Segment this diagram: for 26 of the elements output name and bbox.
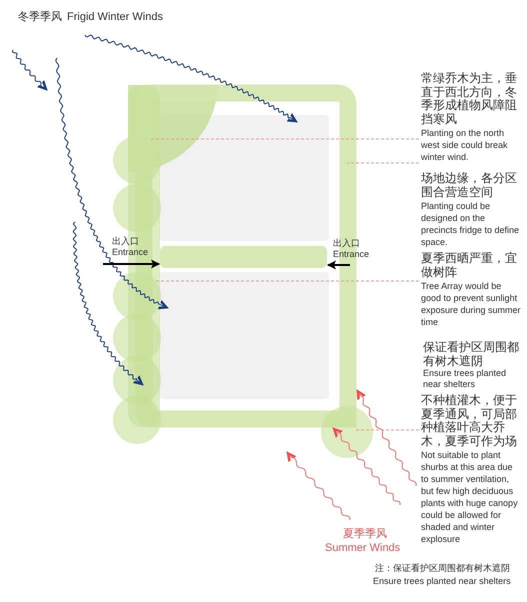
callout-heading: 不种植灌木，便于夏季通风，可局部种植落叶高大乔木，夏季可作为场 xyxy=(421,394,518,448)
entrance-path xyxy=(160,246,327,268)
wind-label: 夏季季风 xyxy=(343,528,387,541)
wind-label: Summer Winds xyxy=(325,542,400,555)
note: Ensure trees planted near shelters xyxy=(373,576,511,587)
leader-line xyxy=(154,280,420,282)
callout-text: Planting could be designed on the precincts fridge to define space. xyxy=(421,200,520,248)
entrance-label: Entrance xyxy=(112,247,150,258)
callout-text: Planting on the north west side could break winter wind. xyxy=(421,127,509,163)
callout-text: Tree Array would be good to prevent sunlight exposure during summer time xyxy=(421,280,521,328)
title: Frigid Winter Winds xyxy=(67,11,163,24)
callout-heading: 夏季西晒严重，宜做树阵 xyxy=(421,252,518,279)
entrance-label: Entrance xyxy=(333,249,370,260)
entrance-label: 出入口 xyxy=(333,238,361,249)
leader-line xyxy=(150,138,420,140)
arrow xyxy=(103,260,160,268)
callout-heading: 常绿乔木为主，垂直于西北方向，冬季形成植物风障阻挡寒风 xyxy=(421,72,518,126)
arrow xyxy=(327,260,350,270)
title: 冬季季风 xyxy=(18,11,62,24)
callout-heading: 场地边缘，各分区围合营造空间 xyxy=(421,172,518,199)
note: 注：保证看护区周围都有树木遮阴 xyxy=(375,563,510,574)
entrance-label: 出入口 xyxy=(112,236,140,247)
callout-heading: 保证看护区周围都有树木遮阴 xyxy=(423,340,520,368)
leader-line xyxy=(346,162,420,164)
callout-text: Ensure trees planted near shelters xyxy=(423,368,508,390)
callout-text: Not suitable to plant shurbs at this area due to summer ventilation, but few high deciduous plants with huge canopy could be allowed for shaded and winter explosure xyxy=(421,449,519,545)
